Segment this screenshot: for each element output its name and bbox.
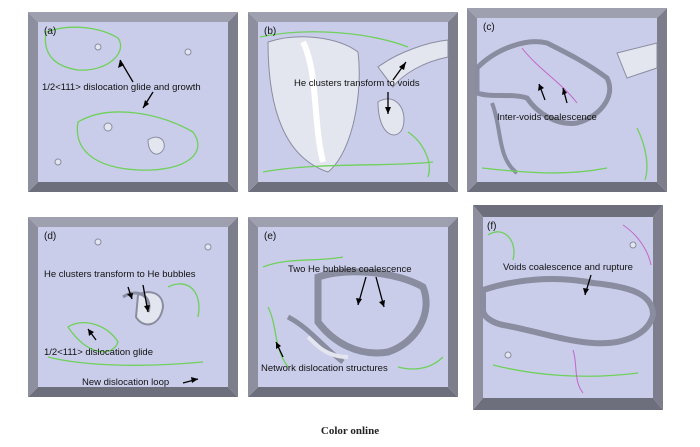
panel-f-tag: (f) xyxy=(487,221,497,232)
panel-b-tag: (b) xyxy=(264,26,277,37)
panel-f-render xyxy=(473,205,663,410)
figure-caption: Color online xyxy=(320,425,380,437)
panel-c: (c) Inter-voids coalescence xyxy=(467,8,667,192)
panel-c-label-inter-voids: Inter-voids coalescence xyxy=(497,112,597,123)
panel-d-tag: (d) xyxy=(44,231,57,242)
panel-d-label-new-loop: New dislocation loop xyxy=(82,377,170,388)
panel-f-label-voids-rupture: Voids coalescence and rupture xyxy=(503,262,633,273)
panel-a-render xyxy=(28,12,238,192)
panel-c-tag: (c) xyxy=(483,22,495,33)
panel-d-render xyxy=(28,217,238,397)
panel-f: (f) Voids coalescence and rupture xyxy=(473,205,663,410)
panel-e: (e) Two He bubbles coalescence Network d… xyxy=(248,217,458,397)
panel-b-label-clusters-to-voids: He clusters transform to voids xyxy=(294,78,420,89)
panel-e-label-bubbles-coalescence: Two He bubbles coalescence xyxy=(288,264,412,275)
panel-e-tag: (e) xyxy=(264,231,277,242)
panel-b-render xyxy=(248,12,458,192)
panel-d: (d) He clusters transform to He bubbles … xyxy=(28,217,238,397)
panel-e-label-network-dislocation: Network dislocation structures xyxy=(261,363,388,374)
panel-a-tag: (a) xyxy=(44,26,57,37)
panel-a-label-dislocation-glide-growth: 1/2<111> dislocation glide and growth xyxy=(42,82,201,93)
panel-d-label-clusters-to-bubbles: He clusters transform to He bubbles xyxy=(44,269,196,280)
panel-b: (b) He clusters transform to voids xyxy=(248,12,458,192)
panel-a: (a) 1/2<111> dislocation glide and growt… xyxy=(28,12,238,192)
panel-c-render xyxy=(467,8,667,192)
panel-e-render xyxy=(248,217,458,397)
panel-d-label-dislocation-glide: 1/2<111> dislocation glide xyxy=(44,347,153,358)
